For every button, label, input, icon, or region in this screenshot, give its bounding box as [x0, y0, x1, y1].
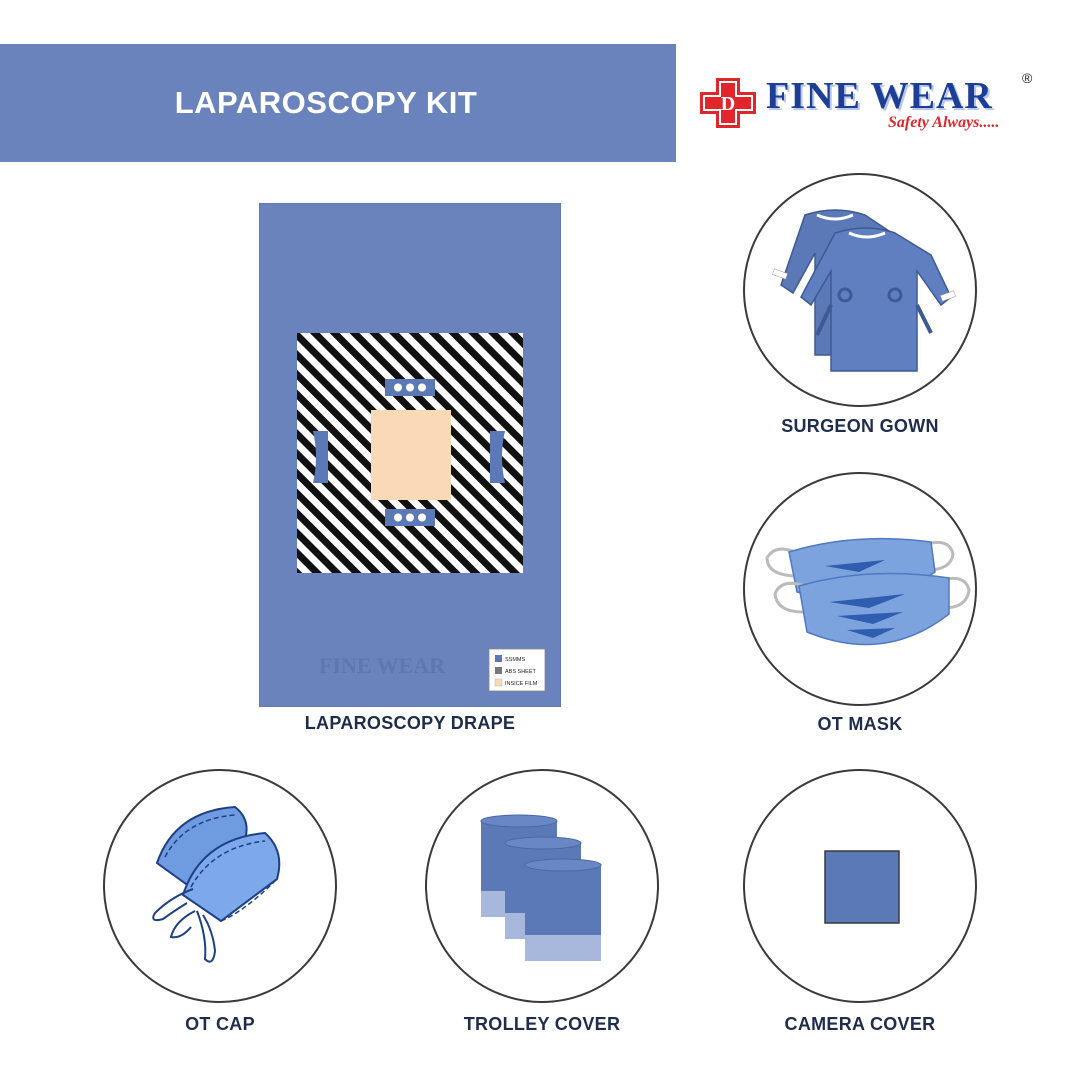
- ot-mask-icon: [765, 537, 971, 646]
- camera-cover-icon: [824, 850, 900, 924]
- camera-cover-circle: [743, 769, 977, 1003]
- laparoscopy-drape-illustration: FINE WEAR SSMMS ABS SHEET INSICE FILM: [259, 203, 561, 707]
- brand-name: FINE WEAR: [766, 75, 993, 117]
- side-pad-right: [490, 431, 505, 483]
- legend-swatch-abs: [495, 667, 502, 674]
- ot-cap-circle: [103, 769, 337, 1003]
- ot-cap-icon: [152, 805, 281, 963]
- surgeon-gown-icon: [772, 209, 956, 372]
- ot-cap-label: OT CAP: [185, 1014, 255, 1034]
- surgeon-gown-label: SURGEON GOWN: [781, 416, 939, 436]
- camera-cover-label: CAMERA COVER: [784, 1014, 936, 1034]
- side-pad-left: [313, 431, 328, 483]
- ot-mask-circle: [743, 472, 977, 706]
- drape-watermark: FINE WEAR: [319, 653, 446, 678]
- trolley-cover-icon: [480, 814, 602, 961]
- drape-label: LAPAROSCOPY DRAPE: [304, 713, 516, 733]
- legend-swatch-film: [494, 678, 503, 687]
- incise-film-area: [371, 410, 451, 500]
- trolley-cover-circle: [425, 769, 659, 1003]
- ot-mask-label: OT MASK: [817, 714, 903, 734]
- surgeon-gown-circle: [743, 173, 977, 407]
- brand-logo: D FINE WEAR ® Safety Always.....: [696, 70, 1046, 140]
- legend-ssmms: SSMMS: [505, 657, 526, 663]
- page-title: LAPAROSCOPY KIT: [174, 85, 478, 120]
- legend-film: INSICE FILM: [505, 681, 538, 687]
- brand-tagline: Safety Always.....: [888, 114, 1000, 131]
- header-banner: LAPAROSCOPY KIT: [0, 44, 676, 162]
- logo-mark: D: [721, 93, 735, 115]
- trolley-cover-label: TROLLEY COVER: [463, 1014, 621, 1034]
- legend-abs: ABS SHEET: [505, 669, 537, 675]
- medical-cross-icon: D: [700, 78, 756, 128]
- drape-legend: SSMMS ABS SHEET INSICE FILM: [488, 648, 546, 692]
- legend-swatch-ssmms: [495, 655, 502, 662]
- registered-mark: ®: [1022, 70, 1033, 86]
